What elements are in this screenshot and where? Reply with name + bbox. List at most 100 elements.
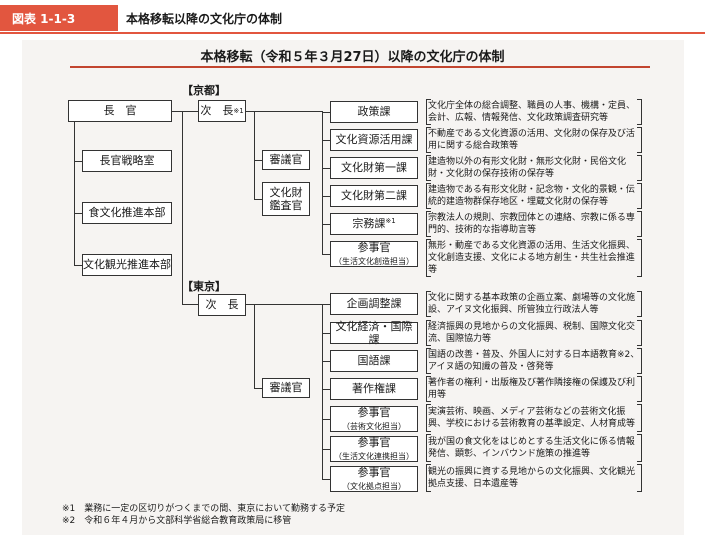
kyoto-desc-bracket-left-1 — [426, 127, 431, 153]
tokyo-mid-trunk — [254, 304, 255, 388]
tokyo-unit-trunk — [322, 304, 323, 479]
kyoto-unit-name-5: 参事官 — [357, 240, 391, 254]
tokyo-mid-branch — [254, 388, 262, 389]
kyoto-unit-name-3: 文化財第二課 — [341, 189, 407, 203]
kyoto-mid-branch-1 — [254, 160, 262, 161]
tokyo-jicho-link — [182, 304, 198, 305]
kyoto-unit-box-1: 文化資源活用課 — [330, 129, 418, 151]
bunkazai-kansakan-label: 文化財鑑査官 — [269, 185, 303, 212]
tokyo-desc-bracket-left-0 — [426, 291, 431, 317]
tokyo-unit-name-4: 参事官 — [357, 405, 391, 419]
tokyo-unit-sub-5: （生活文化連携担当） — [334, 452, 414, 461]
left-branch-3 — [74, 265, 82, 266]
tokyo-unit-branch-6 — [322, 479, 330, 480]
tokyo-unit-branch-4 — [322, 419, 330, 420]
tokyo-unit-name-1: 文化経済・国際課 — [335, 319, 413, 346]
food-culture-hq-box: 食文化推進本部 — [82, 202, 172, 224]
kyoto-mid-trunk — [254, 111, 255, 199]
kyoto-unit-name-4: 宗務課 — [352, 217, 386, 231]
header-rule — [0, 32, 705, 34]
kyoto-desc-bracket-left-2 — [426, 155, 431, 181]
tokyo-desc-bracket-right-5 — [637, 434, 642, 462]
badge-tail — [110, 5, 118, 31]
tokyo-label: 【東京】 — [182, 280, 226, 293]
tokyo-unit-box-4: 参事官（芸術文化担当） — [330, 406, 418, 432]
tokyo-unit-desc-2: 国語の改善・普及、外国人に対する日本語教育※2、アイヌ語の知識の普及・啓発等 — [428, 350, 640, 372]
kyoto-jicho-box: 次 長※1 — [198, 100, 246, 122]
kyoto-unit-desc-4: 宗教法人の規則、宗教団体との連絡、宗教に係る専門的、技術的な指導助言等 — [428, 213, 635, 235]
kyoto-unit-name-2: 文化財第一課 — [341, 161, 407, 175]
kyoto-jicho-mark: ※1 — [233, 106, 244, 115]
kyoto-desc-bracket-right-0 — [637, 99, 642, 125]
tokyo-unit-desc-1: 経済振興の見地からの文化振興、税制、国際文化交流、国際協力等 — [428, 322, 636, 344]
kyoto-desc-bracket-right-1 — [637, 127, 642, 153]
diagram-title: 本格移転（令和５年３月27日）以降の文化庁の体制 — [200, 50, 505, 65]
tokyo-jicho-out — [246, 304, 322, 305]
kyoto-label: 【京都】 — [182, 84, 226, 97]
tokyo-unit-box-5: 参事官（生活文化連携担当） — [330, 436, 418, 462]
figure-header: 図表 1-1-3 本格移転以降の文化庁の体制 — [0, 0, 705, 38]
tokyo-unit-box-3: 著作権課 — [330, 378, 418, 400]
kyoto-mid-branch-2 — [254, 199, 262, 200]
tokyo-unit-box-1: 文化経済・国際課 — [330, 319, 418, 346]
chokan-vertical-line — [182, 111, 183, 304]
kyoto-unit-name-1: 文化資源活用課 — [335, 133, 413, 147]
kyoto-unit-name-0: 政策課 — [357, 105, 391, 119]
tokyo-shingikan-label: 審議官 — [269, 381, 303, 395]
kyoto-unit-trunk — [322, 111, 323, 254]
tokyo-unit-desc-6: 観光の振興に資する見地からの文化振興、文化観光拠点支援、日本遺産等 — [428, 467, 636, 489]
kyoto-unit-branch-2 — [322, 168, 330, 169]
bunkazai-kansakan-box: 文化財鑑査官 — [262, 182, 310, 216]
kyoto-jicho-label: 次 長 — [200, 104, 234, 118]
strategy-office-box: 長官戦略室 — [82, 150, 172, 172]
tokyo-jicho-label: 次 長 — [205, 298, 239, 312]
tokyo-unit-branch-1 — [322, 333, 330, 334]
tokyo-unit-name-6: 参事官 — [357, 465, 391, 479]
kyoto-shingikan-label: 審議官 — [269, 153, 303, 167]
kyoto-desc-bracket-right-3 — [637, 183, 642, 209]
food-culture-hq-label: 食文化推進本部 — [88, 206, 166, 220]
tokyo-unit-desc-4: 実演芸術、映画、メディア芸術などの芸術文化振興、学校における芸術教育の基準設定、… — [428, 407, 636, 429]
tokyo-unit-box-2: 国語課 — [330, 350, 418, 372]
tokyo-desc-bracket-right-1 — [637, 320, 642, 346]
note-1: ※1 業務に一定の区切りがつくまでの間、東京において勤務する予定 — [62, 503, 345, 515]
tokyo-unit-name-2: 国語課 — [357, 354, 391, 368]
kyoto-unit-box-5: 参事官 （生活文化創造担当） — [330, 241, 418, 267]
tokyo-desc-bracket-left-5 — [426, 434, 431, 462]
chokan-label: 長 官 — [103, 104, 137, 118]
tokyo-unit-desc-0: 文化に関する基本政策の企画立案、劇場等の文化施設、アイヌ文化振興、所管独立行政法… — [428, 293, 636, 315]
kyoto-unit-desc-2: 建造物以外の有形文化財・無形文化財・民俗文化財・文化財の保存技術の保存等 — [428, 157, 627, 179]
note-2-mark: ※2 — [62, 516, 76, 526]
kyoto-unit-box-2: 文化財第一課 — [330, 157, 418, 179]
figure-badge: 図表 1-1-3 — [0, 5, 110, 31]
left-trunk-line — [74, 122, 75, 265]
kyoto-jicho-out — [246, 111, 322, 112]
tokyo-desc-bracket-left-3 — [426, 376, 431, 402]
culture-tourism-hq-box: 文化観光推進本部 — [82, 254, 172, 276]
kyoto-unit-branch-1 — [322, 140, 330, 141]
kyoto-unit-sub-5: （生活文化創造担当） — [334, 257, 414, 266]
tokyo-unit-name-0: 企画調整課 — [346, 297, 402, 311]
culture-tourism-hq-label: 文化観光推進本部 — [83, 258, 171, 272]
kyoto-unit-desc-1: 不動産である文化資源の活用、文化財の保存及び活用に関する総合政策等 — [428, 129, 635, 151]
kyoto-desc-bracket-left-3 — [426, 183, 431, 209]
kyoto-unit-branch-4 — [322, 224, 330, 225]
title-rule — [70, 66, 650, 68]
kyoto-unit-desc-0: 文化庁全体の総合調整、職員の人事、機構・定員、会計、広報、情報発信、文化政策調査… — [428, 101, 636, 123]
kyoto-jicho-link — [182, 111, 198, 112]
note-1-text: 業務に一定の区切りがつくまでの間、東京において勤務する予定 — [84, 504, 346, 514]
tokyo-unit-branch-3 — [322, 389, 330, 390]
tokyo-shingikan-box: 審議官 — [262, 378, 310, 398]
tokyo-unit-sub-6: （文化拠点担当） — [342, 482, 406, 491]
tokyo-unit-branch-0 — [322, 304, 330, 305]
tokyo-desc-bracket-left-2 — [426, 348, 431, 374]
kyoto-unit-branch-0 — [322, 112, 330, 113]
kyoto-desc-bracket-right-2 — [637, 155, 642, 181]
tokyo-unit-desc-5: 我が国の食文化をはじめとする生活文化に係る情報発信、顕彰、インバウンド施策の推進… — [428, 437, 635, 459]
kyoto-unit-box-0: 政策課 — [330, 101, 418, 123]
tokyo-desc-bracket-right-6 — [637, 464, 642, 492]
tokyo-desc-bracket-left-4 — [426, 404, 431, 432]
kyoto-shingikan-box: 審議官 — [262, 150, 310, 170]
kyoto-unit-branch-5 — [322, 254, 330, 255]
strategy-office-label: 長官戦略室 — [99, 154, 155, 168]
